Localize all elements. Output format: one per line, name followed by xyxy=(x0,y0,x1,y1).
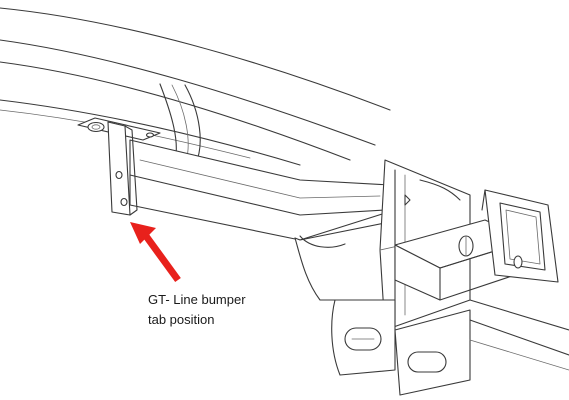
frame-rail xyxy=(0,7,391,166)
receiver-tube xyxy=(394,189,559,301)
lower-mounting-plates xyxy=(331,299,569,396)
crossmember-tube xyxy=(129,139,401,301)
bumper-tab-callout: GT- Line bumper tab position xyxy=(148,290,246,330)
callout-line-1: GT- Line bumper xyxy=(148,292,246,307)
bumper-tab-bracket xyxy=(77,117,161,216)
callout-line-2: tab position xyxy=(148,312,215,327)
pointer-arrow xyxy=(130,222,181,283)
